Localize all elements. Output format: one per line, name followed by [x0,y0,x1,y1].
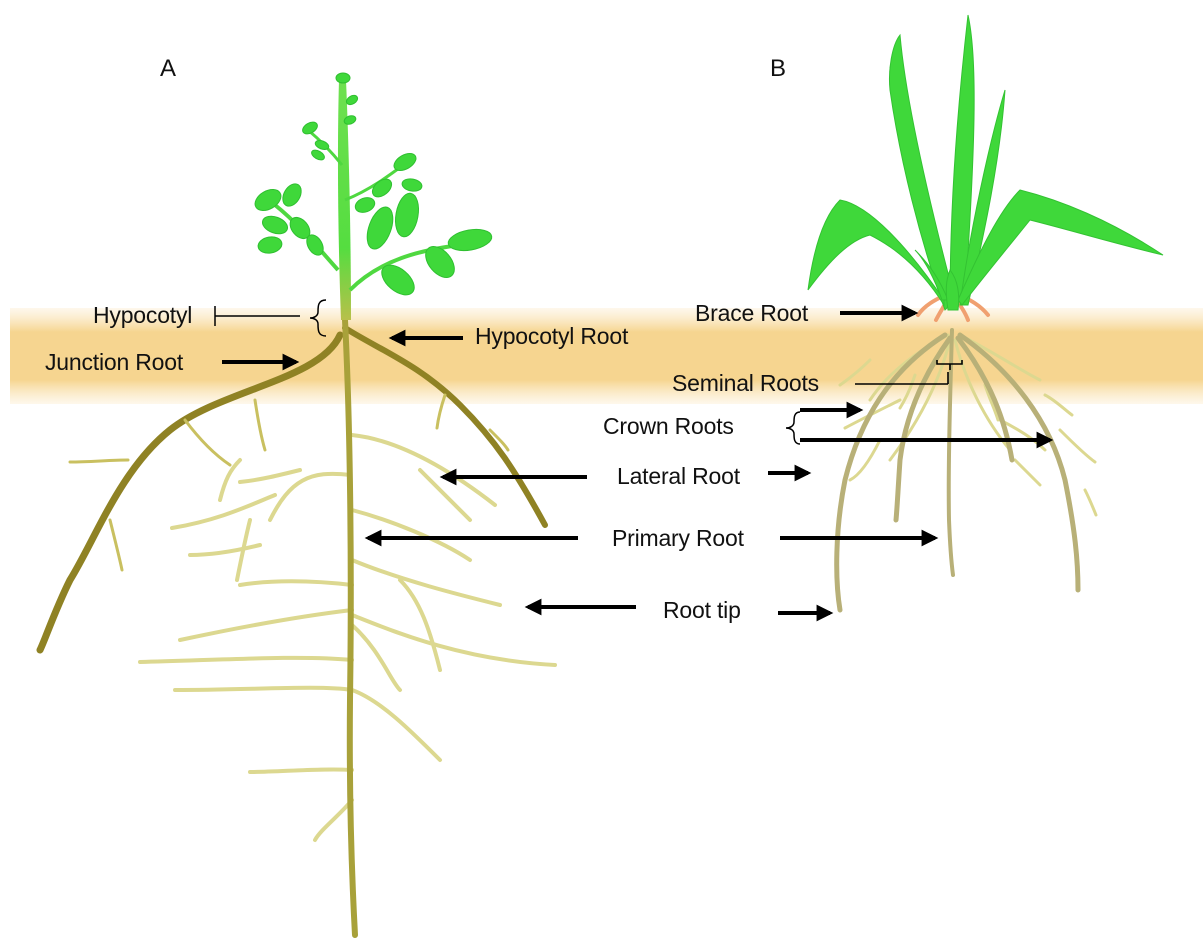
label-hypocotyl: Hypocotyl [93,304,192,327]
label-lateral-root: Lateral Root [617,465,740,488]
label-seminal-roots: Seminal Roots [672,372,819,395]
plant-a-primary-root [345,320,355,935]
label-brace-root: Brace Root [695,302,808,325]
label-root-tip: Root tip [663,599,741,622]
panel-label-b: B [770,57,786,81]
label-crown-roots: Crown Roots [603,415,734,438]
plant-b-leaves [808,15,1163,310]
label-junction-root: Junction Root [45,351,183,374]
label-hypocotyl-root: Hypocotyl Root [475,325,628,348]
plant-a-leaves [251,73,493,301]
crown-roots-brace [786,412,800,444]
panel-label-a: A [160,57,176,81]
label-primary-root: Primary Root [612,527,744,550]
